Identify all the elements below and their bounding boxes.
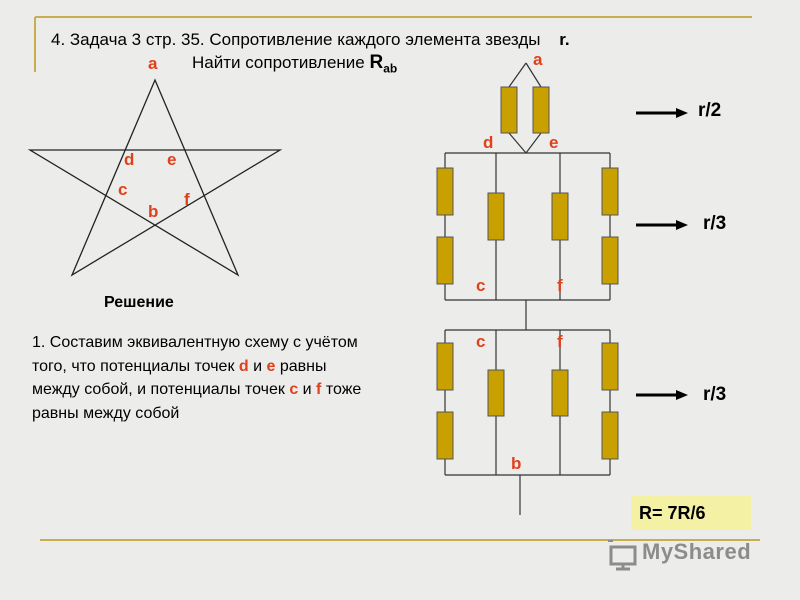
circuit-label-c-upper: c: [476, 276, 486, 295]
resistor-upper-right-1: [601, 167, 619, 216]
solution-point-d: d: [238, 357, 249, 375]
star-label-e: e: [167, 150, 177, 169]
resistor-upper-right-2: [601, 236, 619, 285]
answer-box: R= 7R/6: [631, 496, 751, 530]
task-title: 4. Задача 3 стр. 35. Сопротивление каждо…: [51, 30, 570, 50]
result-bottom: r/3: [703, 384, 727, 405]
resistor-lower-left-1: [436, 342, 454, 391]
star-label-b: b: [148, 202, 159, 221]
star-label-d: d: [124, 150, 135, 169]
star-label-c: c: [118, 180, 128, 199]
resistor-lower-left-2: [436, 411, 454, 460]
circuit-label-b: b: [511, 454, 522, 473]
result-middle: r/3: [703, 213, 727, 234]
resistor-lower-fb: [551, 369, 569, 417]
resistor-ae: [532, 86, 550, 134]
solution-text-3: тоже равны между собой: [32, 381, 362, 422]
resistor-lower-right-1: [601, 342, 619, 391]
resistor-lower-right-2: [601, 411, 619, 460]
solution-point-c: c: [289, 381, 299, 398]
resistor-ad: [500, 86, 518, 134]
rab-symbol: R: [369, 52, 384, 73]
solution-text-2: равны между собой, и потенциалы точек: [32, 357, 327, 399]
resistor-upper-left-1: [436, 167, 454, 216]
solution-point-e: e: [266, 357, 276, 375]
task-subtitle-text: Найти сопротивление: [192, 53, 370, 72]
circuit-label-d: d: [483, 133, 494, 152]
circuit-label-e: e: [549, 133, 559, 152]
circuit-label-f-lower: f: [557, 332, 563, 351]
resistor-lower-cb: [487, 369, 505, 417]
solution-text-1: 1. Составим эквивалентную схему с учётом…: [32, 334, 358, 375]
rab-subscript: ab: [383, 61, 398, 76]
solution-text-and1: и: [248, 357, 267, 375]
resistor-upper-left-2: [436, 236, 454, 285]
solution-point-f: f: [316, 381, 322, 398]
result-top: r/2: [698, 100, 722, 121]
circuit-label-c-lower: c: [476, 332, 486, 351]
solution-text-and2: и: [298, 381, 317, 398]
star-label-a: a: [148, 54, 158, 73]
watermark-logo: MyShared: [606, 538, 751, 572]
resistor-upper-ef: [551, 192, 569, 241]
logo-icon: [608, 540, 637, 571]
solution-heading: Решение: [104, 294, 174, 311]
solution-paragraph: 1. Составим эквивалентную схему с учётом…: [32, 331, 367, 425]
resistor-upper-dc: [487, 192, 505, 241]
task-subtitle: Найти сопротивление Rab: [192, 52, 397, 75]
circuit-label-a: a: [533, 50, 543, 69]
task-title-r: r.: [559, 30, 570, 49]
task-title-text: 4. Задача 3 стр. 35. Сопротивление каждо…: [51, 30, 541, 49]
star-label-f: f: [184, 190, 190, 209]
logo-text: MyShared: [642, 539, 752, 565]
circuit-label-f-upper: f: [557, 276, 563, 295]
